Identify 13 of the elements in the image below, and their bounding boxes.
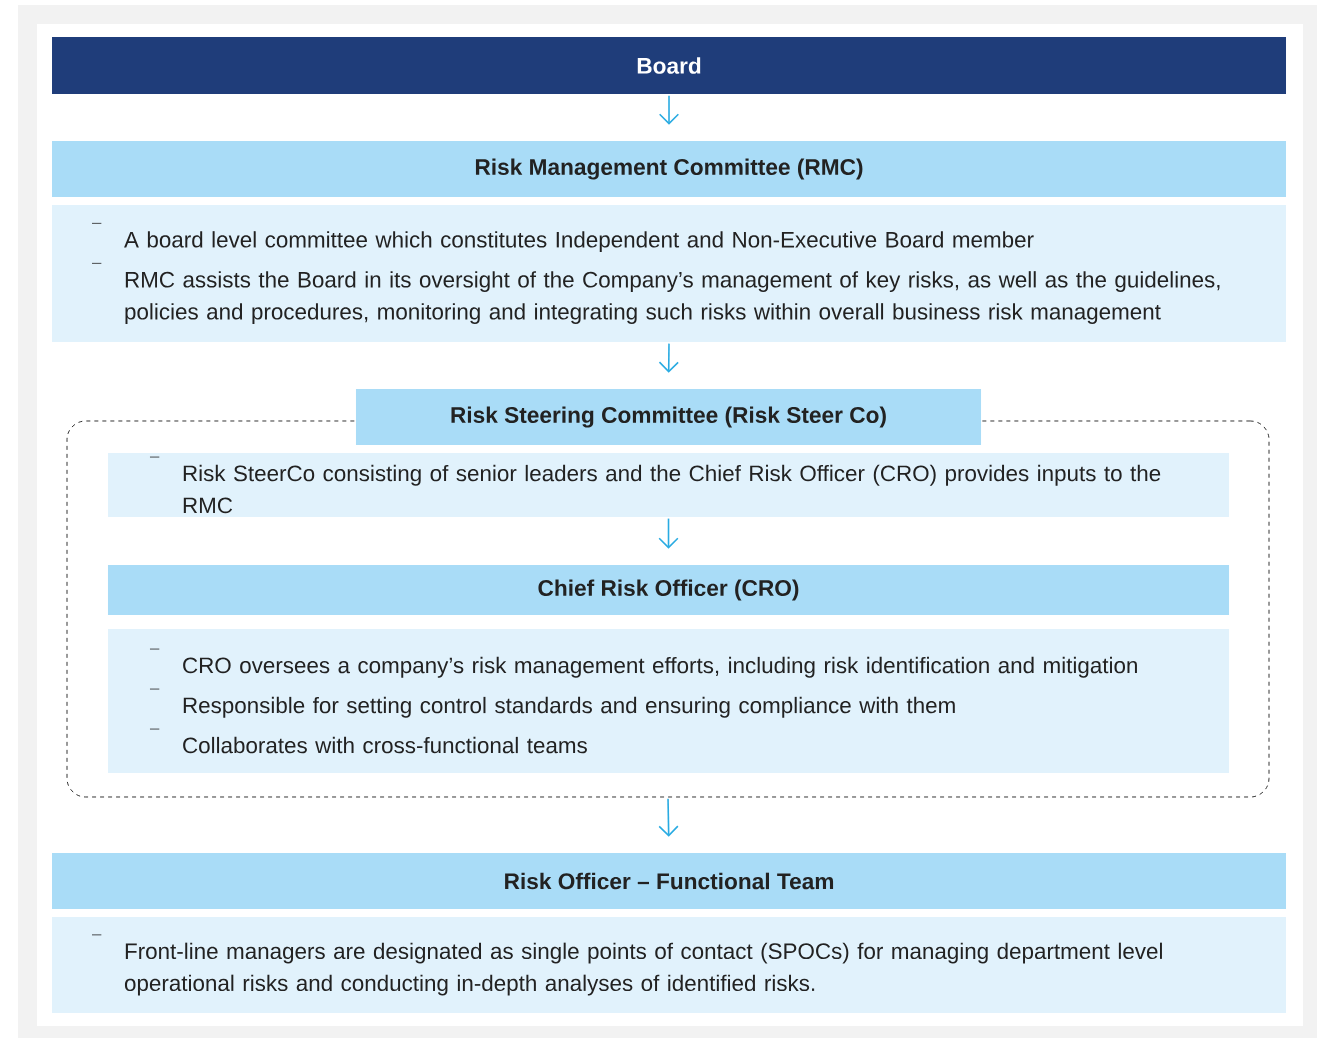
arrow — [658, 94, 680, 125]
text-panel: Front-line managers are designated as single points of contact (SPOCs) for managing department level operational risks and conducting in-depth analyses of identified risks. — [52, 917, 1286, 1013]
header-box: Chief Risk Officer (CRO) — [107, 565, 1230, 615]
header-box: Risk Management Committee (RMC) — [52, 141, 1286, 197]
header-bar: Board — [52, 36, 1286, 95]
header-box: Risk Officer – Functional Team — [52, 853, 1286, 909]
header-box: Risk Steering Committee (Risk Steer Co) — [355, 389, 982, 445]
arrow — [658, 342, 679, 373]
text-panel: CRO oversees a company’s risk management efforts, including risk identification and mitigation Responsible for setting control standards and ensuring compliance with them Collaborates with cross-functional teams — [107, 629, 1230, 773]
text-panel: A board level committee which constitutes Independent and Non-Executive Board member RMC assists the Board in its oversight of the Company’s management of key risks, as well as the guidelines, policies and procedures, monitoring and integrating such risks within overall business risk management — [52, 204, 1286, 343]
text-panel: Risk SteerCo consisting of senior leaders and the Chief Risk Officer (CRO) provides inputs to the RMC — [107, 453, 1230, 517]
arrow — [658, 517, 679, 549]
arrow — [658, 797, 679, 837]
